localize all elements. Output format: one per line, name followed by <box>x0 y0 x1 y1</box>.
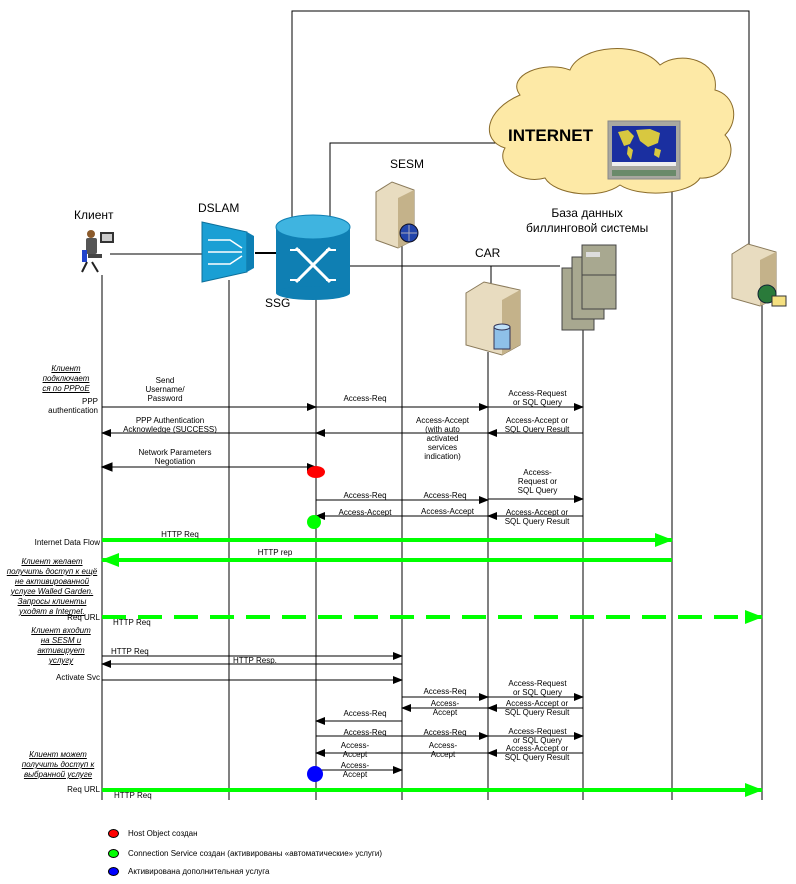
msg-access-request-sql-3: Access-Request or SQL Query <box>508 679 567 697</box>
msg-access-req-2b: Access-Req <box>423 491 467 500</box>
msg-access-accept-4b: Access- Accept <box>428 741 458 759</box>
note-sesm-login: Клиент входит на SESM и активирует услуг… <box>31 626 91 665</box>
client-user-icon <box>81 230 114 273</box>
msg-access-req-1: Access-Req <box>343 394 387 403</box>
note-walled-garden: Клиент желает получить доступ к ещё не а… <box>6 557 98 616</box>
car-label: CAR <box>475 246 501 260</box>
sesm-server-icon <box>375 181 419 249</box>
msg-access-accept-5: Access- Accept <box>340 761 370 779</box>
sesm-label: SESM <box>390 157 425 171</box>
msg-send-username: Send Username/ Password <box>145 376 185 403</box>
legend-green-dot-icon <box>108 849 119 858</box>
message-arrows <box>100 403 763 797</box>
msg-access-accept-4a: Access- Accept <box>340 741 370 759</box>
legend-blue-dot-icon <box>108 867 119 876</box>
msg-access-accept-auto: Access-Accept (with auto activated servi… <box>416 416 469 461</box>
msg-access-request-sql-4: Access-Request or SQL Query <box>508 727 567 745</box>
link-ssg-webserver <box>291 10 750 250</box>
msg-access-req-5a: Access-Req <box>343 728 387 737</box>
car-server-icon <box>465 281 521 356</box>
legend-item-host-object: Host Object создан <box>108 829 198 838</box>
msg-access-accept-sql-2: Access-Accept or SQL Query Result <box>504 508 570 526</box>
legend-item-additional-service: Активирована дополнительная услуга <box>108 867 269 876</box>
additional-service-marker <box>307 766 323 782</box>
msg-http-resp: HTTP Resp. <box>233 656 277 665</box>
msg-access-accept-3: Access- Accept <box>430 699 460 717</box>
msg-access-request-sql-2: Access- Request or SQL Query <box>517 468 558 495</box>
legend-label: Активирована дополнительная услуга <box>128 867 270 876</box>
ssg-label: SSG <box>265 296 291 310</box>
dslam-label: DSLAM <box>198 201 240 215</box>
internet-cloud <box>488 48 735 195</box>
msg-http-req-1: HTTP Req <box>161 530 199 539</box>
web-server-icon <box>731 243 787 307</box>
msg-access-req-5b: Access-Req <box>423 728 467 737</box>
world-map-icon <box>607 120 681 180</box>
topology-links <box>110 10 750 300</box>
link-ssg-internet <box>329 142 500 224</box>
internet-label: INTERNET <box>508 126 593 145</box>
msg-access-accept-2b: Access-Accept <box>421 507 474 516</box>
req-url-label-2: Req URL <box>67 785 100 794</box>
arrow-network-params-back-head <box>100 462 113 472</box>
billing-servers-icon <box>561 244 617 331</box>
msg-access-request-sql-1: Access-Request or SQL Query <box>508 389 567 407</box>
msg-http-rep: HTTP rep <box>257 548 293 557</box>
dslam-icon <box>201 221 254 283</box>
msg-access-req-2a: Access-Req <box>343 491 387 500</box>
host-object-marker <box>307 466 325 478</box>
msg-http-req-3: HTTP Req <box>111 647 149 656</box>
msg-access-req-4: Access-Req <box>343 709 387 718</box>
connection-service-marker <box>307 515 321 529</box>
msg-access-accept-2a: Access-Accept <box>338 508 392 517</box>
note-access-granted: Клиент может получить доступ к выбранной… <box>21 750 95 779</box>
msg-http-req-4: HTTP Req <box>114 791 152 800</box>
msg-access-accept-sql-4: Access-Accept or SQL Query Result <box>504 744 570 762</box>
legend-red-dot-icon <box>108 829 119 838</box>
req-url-label-1: Req URL <box>67 613 100 622</box>
msg-access-accept-sql-1: Access-Accept or SQL Query Result <box>504 416 570 434</box>
ppp-auth-label: PPP authentication <box>48 397 98 415</box>
msg-network-params: Network Parameters Negotiation <box>138 448 212 466</box>
legend-label: Host Object создан <box>128 829 198 838</box>
client-label: Клиент <box>74 208 114 222</box>
ssg-router-icon <box>275 214 351 300</box>
legend-label: Connection Service создан (активированы … <box>128 849 382 858</box>
legend-item-connection-service: Connection Service создан (активированы … <box>108 849 382 858</box>
msg-access-accept-sql-3: Access-Accept or SQL Query Result <box>504 699 570 717</box>
billing-label: База данных биллинговой системы <box>526 206 649 235</box>
internet-data-flow-label: Internet Data Flow <box>34 538 100 547</box>
msg-access-req-3: Access-Req <box>423 687 467 696</box>
msg-ppp-auth-ack: PPP Authentication Acknowledge (SUCCESS) <box>123 416 217 434</box>
activate-svc-label: Activate Svc <box>55 673 100 682</box>
msg-http-req-2: HTTP Req <box>113 618 151 627</box>
note-pppoe: Клиент подключает ся по PPPoE <box>42 364 90 393</box>
